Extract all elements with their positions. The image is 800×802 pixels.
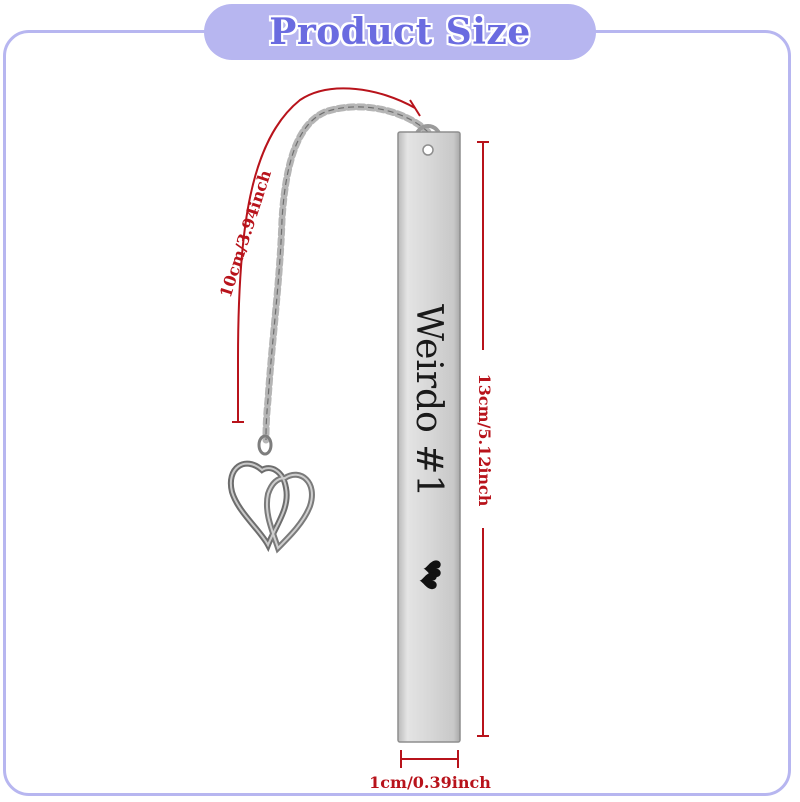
chain (262, 103, 432, 444)
bar-length-label: 13cm/5.12inch (475, 373, 494, 507)
bar-width-dimension-line (400, 750, 459, 768)
chain-dimension-line (232, 87, 421, 423)
bookmark-bar (397, 131, 461, 743)
page-title: Product Size (269, 11, 531, 53)
double-heart-icon (419, 560, 441, 590)
bar-length-dimension-line (477, 141, 489, 737)
product-frame (3, 30, 791, 796)
bar-engraving: Weirdo #1 (408, 304, 449, 498)
title-banner: Product Size (204, 4, 596, 60)
bar-width-label: 1cm/0.39inch (369, 773, 491, 792)
double-heart-charm (227, 434, 315, 554)
